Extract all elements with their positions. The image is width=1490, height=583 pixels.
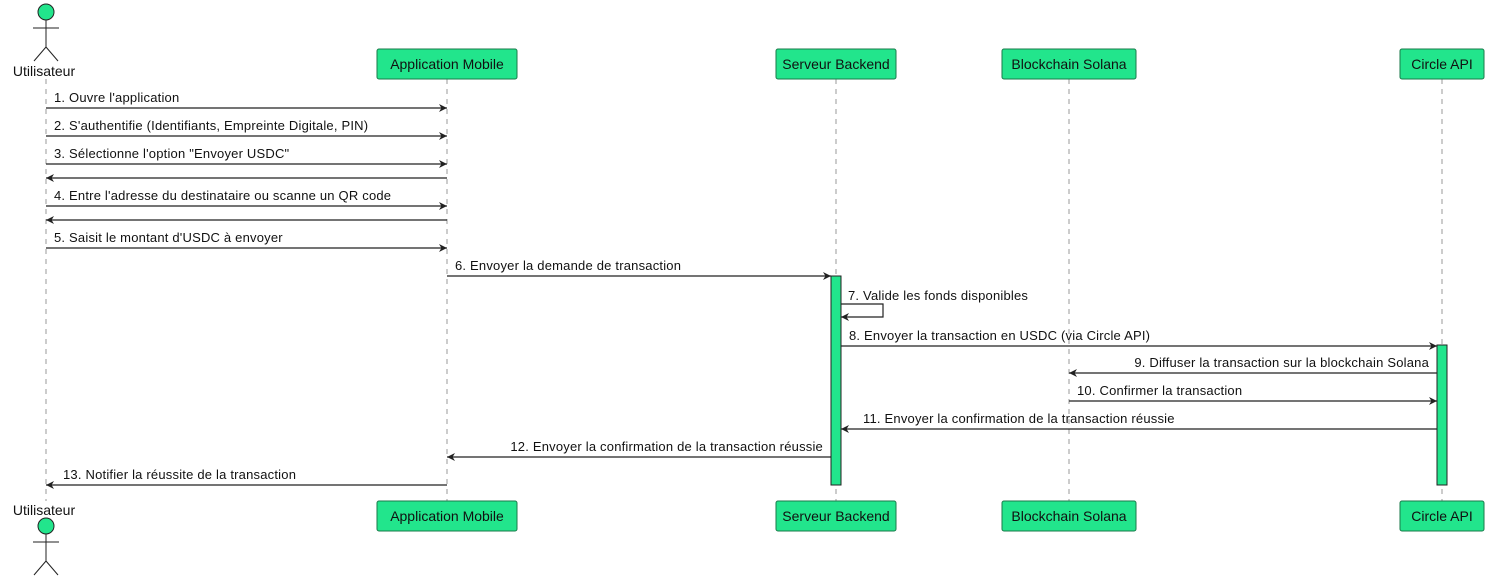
message-11: 9. Diffuser la transaction sur la blockc…	[1069, 355, 1437, 377]
message-label: 1. Ouvre l'application	[54, 90, 179, 105]
stick-figure-icon	[33, 517, 59, 576]
participant-label: Circle API	[1411, 56, 1472, 72]
message-5: 4. Entre l'adresse du destinataire ou sc…	[46, 188, 447, 210]
participant-label: Application Mobile	[390, 508, 504, 524]
message-label: 13. Notifier la réussite de la transacti…	[63, 467, 296, 482]
message-label: 5. Saisit le montant d'USDC à envoyer	[54, 230, 283, 245]
message-12: 10. Confirmer la transaction	[1069, 383, 1437, 405]
participant-label: Circle API	[1411, 508, 1472, 524]
message-13: 11. Envoyer la confirmation de la transa…	[841, 411, 1437, 433]
message-2: 2. S'authentifie (Identifiants, Empreint…	[46, 118, 447, 140]
message-label: 10. Confirmer la transaction	[1077, 383, 1242, 398]
participant-label: Blockchain Solana	[1011, 508, 1126, 524]
participant-box	[775, 48, 897, 80]
message-label: 2. S'authentifie (Identifiants, Empreint…	[54, 118, 368, 133]
participant-backend-top: Serveur Backend	[775, 48, 897, 80]
message-label: 11. Envoyer la confirmation de la transa…	[863, 411, 1175, 426]
message-label: 9. Diffuser la transaction sur la blockc…	[1134, 355, 1429, 370]
message-label: 12. Envoyer la confirmation de la transa…	[510, 439, 823, 454]
participant-solana-top: Blockchain Solana	[1001, 48, 1137, 80]
message-arrow	[841, 303, 884, 321]
message-label: 3. Sélectionne l'option "Envoyer USDC"	[54, 146, 290, 161]
message-label: 7. Valide les fonds disponibles	[848, 288, 1028, 303]
participant-app-bottom: Application Mobile	[376, 500, 518, 532]
participant-circle-bottom: Circle API	[1399, 500, 1485, 532]
participant-label: Application Mobile	[390, 56, 504, 72]
participant-box	[1399, 500, 1485, 532]
message-label: 6. Envoyer la demande de transaction	[455, 258, 681, 273]
message-15: 13. Notifier la réussite de la transacti…	[46, 467, 447, 489]
actor-label: Utilisateur	[13, 502, 76, 518]
participant-backend-bottom: Serveur Backend	[775, 500, 897, 532]
participant-box	[376, 500, 518, 532]
message-1: 1. Ouvre l'application	[46, 90, 447, 112]
participant-label: Serveur Backend	[782, 508, 889, 524]
message-10: 8. Envoyer la transaction en USDC (via C…	[841, 328, 1437, 350]
message-label: 8. Envoyer la transaction en USDC (via C…	[849, 328, 1150, 343]
message-7: 5. Saisit le montant d'USDC à envoyer	[46, 230, 447, 252]
participant-app-top: Application Mobile	[376, 48, 518, 80]
participant-box	[1001, 500, 1137, 532]
activation-circle	[1436, 344, 1448, 486]
actor-bottom: Utilisateur	[13, 502, 76, 576]
stick-figure-icon	[33, 3, 59, 62]
activation-backend	[830, 275, 842, 486]
message-14: 12. Envoyer la confirmation de la transa…	[447, 439, 831, 461]
participant-box	[1399, 48, 1485, 80]
message-8: 6. Envoyer la demande de transaction	[447, 258, 831, 280]
message-label: 4. Entre l'adresse du destinataire ou sc…	[54, 188, 391, 203]
message-9: 7. Valide les fonds disponibles	[841, 288, 1028, 321]
participant-label: Blockchain Solana	[1011, 56, 1126, 72]
actor-top: Utilisateur	[13, 3, 76, 79]
message-3: 3. Sélectionne l'option "Envoyer USDC"	[46, 146, 447, 168]
participant-circle-top: Circle API	[1399, 48, 1485, 80]
participant-label: Serveur Backend	[782, 56, 889, 72]
actor-label: Utilisateur	[13, 63, 76, 79]
participant-box	[775, 500, 897, 532]
participant-solana-bottom: Blockchain Solana	[1001, 500, 1137, 532]
participant-box	[376, 48, 518, 80]
participant-box	[1001, 48, 1137, 80]
